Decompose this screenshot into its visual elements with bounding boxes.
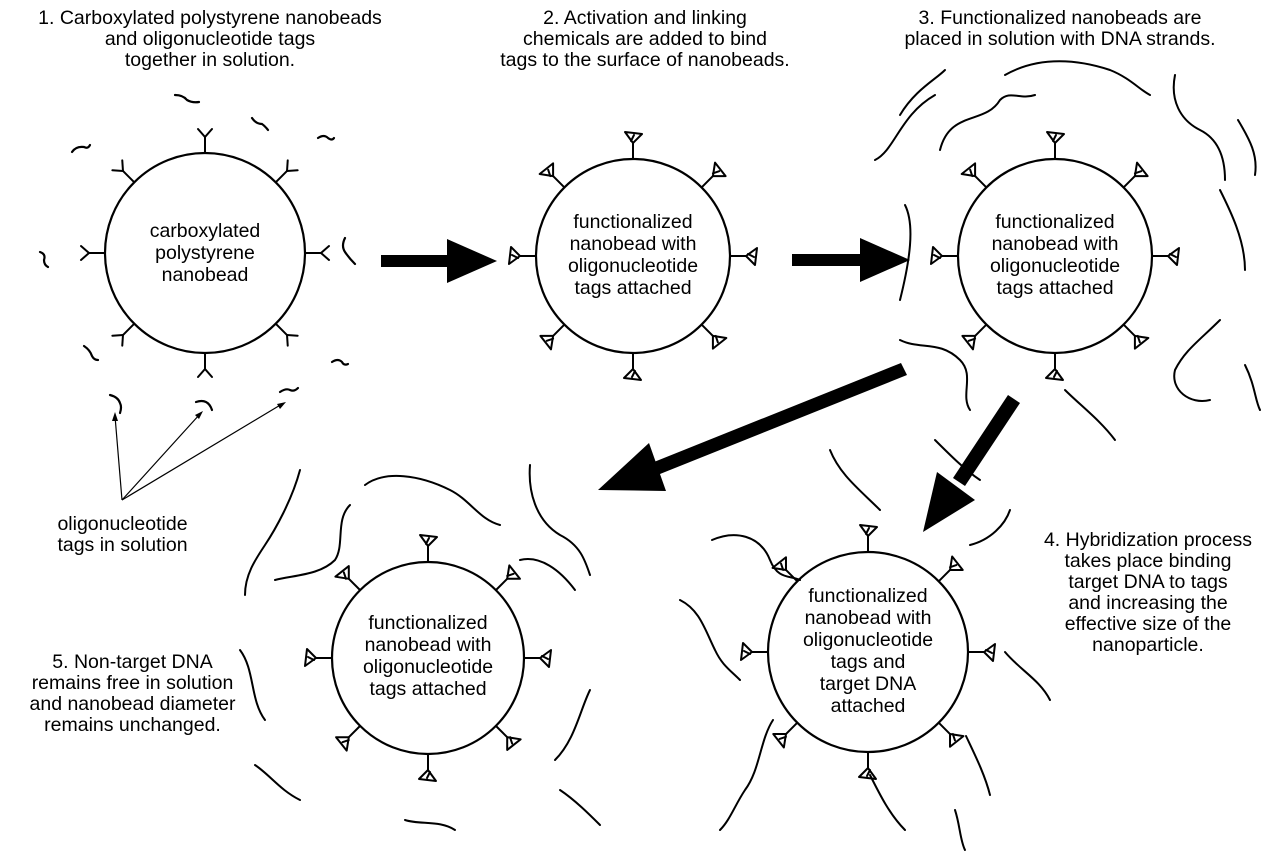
bead-label-line: nanobead with [569, 233, 697, 255]
surface-tag [930, 246, 959, 265]
dna-strands-4 [679, 439, 1051, 851]
surface-tag [523, 649, 552, 668]
bead-label-line: polystyrene [155, 242, 255, 264]
bead-label-line: functionalized [368, 612, 488, 634]
arrow-1-to-2 [381, 239, 497, 283]
bead-label-line: tags and [830, 651, 906, 673]
surface-tag [80, 245, 106, 261]
bead-3 [930, 131, 1180, 381]
surface-tag [859, 524, 878, 553]
bead-2 [508, 131, 758, 381]
step-1-caption: 1. Carboxylated polystyrene nanobeads an… [10, 8, 410, 71]
caption-line: takes place binding [1064, 550, 1232, 572]
arrow-3-to-5 [598, 363, 907, 491]
surface-tag [740, 642, 769, 661]
bead-label-line: nanobead with [991, 233, 1119, 255]
surface-tag [304, 245, 330, 261]
step-3-caption: 3. Functionalized nanobeads are placed i… [860, 8, 1260, 50]
surface-tag [967, 643, 996, 662]
step-5-caption: 5. Non-target DNA remains free in soluti… [10, 652, 255, 736]
dna-strands-5 [239, 464, 601, 831]
caption-line: remains free in solution [31, 672, 234, 694]
bead-label-line: attached [830, 695, 906, 717]
caption-line: 5. Non-target DNA [52, 651, 213, 673]
surface-tag [729, 247, 758, 266]
bead-label-line: oligonucleotide [567, 255, 699, 277]
arrow-2-to-3 [792, 238, 910, 282]
surface-tag [197, 352, 213, 378]
bead-5 [304, 534, 552, 782]
surface-tag [197, 128, 213, 154]
bead-label-line: functionalized [995, 211, 1115, 233]
arrow-3-to-4 [923, 395, 1020, 532]
bead-label-line: oligonucleotide [362, 656, 494, 678]
surface-tag [623, 352, 642, 381]
bead-label-line: tags attached [369, 678, 487, 700]
caption-line: and nanobead diameter [29, 693, 236, 715]
caption-line: 3. Functionalized nanobeads are [918, 7, 1202, 29]
bead-4-label: functionalized nanobead with oligonucleo… [788, 585, 948, 717]
caption-line: nanoparticle. [1092, 634, 1204, 656]
bead-1-label: carboxylated polystyrene nanobead [125, 220, 285, 286]
bead-label-line: functionalized [808, 585, 928, 607]
bead-label-line: nanobead with [364, 634, 492, 656]
caption-line: remains unchanged. [44, 714, 221, 736]
bead-label-line: nanobead [161, 264, 249, 286]
surface-tag [624, 131, 643, 160]
bead-2-label: functionalized nanobead with oligonucleo… [553, 211, 713, 299]
caption-line: tags to the surface of nanobeads. [500, 49, 790, 71]
surface-tag [858, 751, 877, 780]
step-4-caption: 4. Hybridization process takes place bin… [1028, 530, 1267, 656]
bead-label-line: oligonucleotide [802, 629, 934, 651]
legend-line: oligonucleotide [57, 513, 188, 535]
bead-label-line: tags attached [574, 277, 692, 299]
oligonucleotide-tags-legend: oligonucleotide tags in solution [30, 514, 215, 556]
caption-line: 2. Activation and linking [543, 7, 747, 29]
caption-line: placed in solution with DNA strands. [904, 28, 1216, 50]
caption-line: 4. Hybridization process [1043, 529, 1253, 551]
caption-line: and oligonucleotide tags [104, 28, 316, 50]
surface-tag [418, 753, 437, 782]
bead-1 [80, 128, 330, 378]
caption-line: chemicals are added to bind [523, 28, 767, 50]
bead-label-line: functionalized [573, 211, 693, 233]
surface-tag [304, 648, 333, 667]
step-2-caption: 2. Activation and linking chemicals are … [460, 8, 830, 71]
caption-line: together in solution. [124, 49, 296, 71]
surface-tag [1045, 352, 1064, 381]
caption-line: target DNA to tags [1068, 571, 1228, 593]
bead-label-line: oligonucleotide [989, 255, 1121, 277]
pointer-arrows [112, 402, 286, 501]
surface-tag [1151, 247, 1180, 266]
bead-4 [740, 524, 996, 780]
bead-label-line: target DNA [819, 673, 917, 695]
bead-label-line: carboxylated [149, 220, 261, 242]
bead-5-label: functionalized nanobead with oligonucleo… [348, 612, 508, 700]
free-tag-fragments [38, 93, 357, 415]
bead-3-label: functionalized nanobead with oligonucleo… [975, 211, 1135, 299]
caption-line: effective size of the [1064, 613, 1232, 635]
surface-tag [419, 534, 438, 563]
caption-line: and increasing the [1068, 592, 1228, 614]
surface-tag [508, 246, 537, 265]
surface-tag [1046, 131, 1065, 160]
bead-label-line: tags attached [996, 277, 1114, 299]
legend-line: tags in solution [57, 534, 188, 556]
bead-label-line: nanobead with [804, 607, 932, 629]
caption-line: 1. Carboxylated polystyrene nanobeads [38, 7, 382, 29]
dna-strands-3 [874, 60, 1261, 441]
